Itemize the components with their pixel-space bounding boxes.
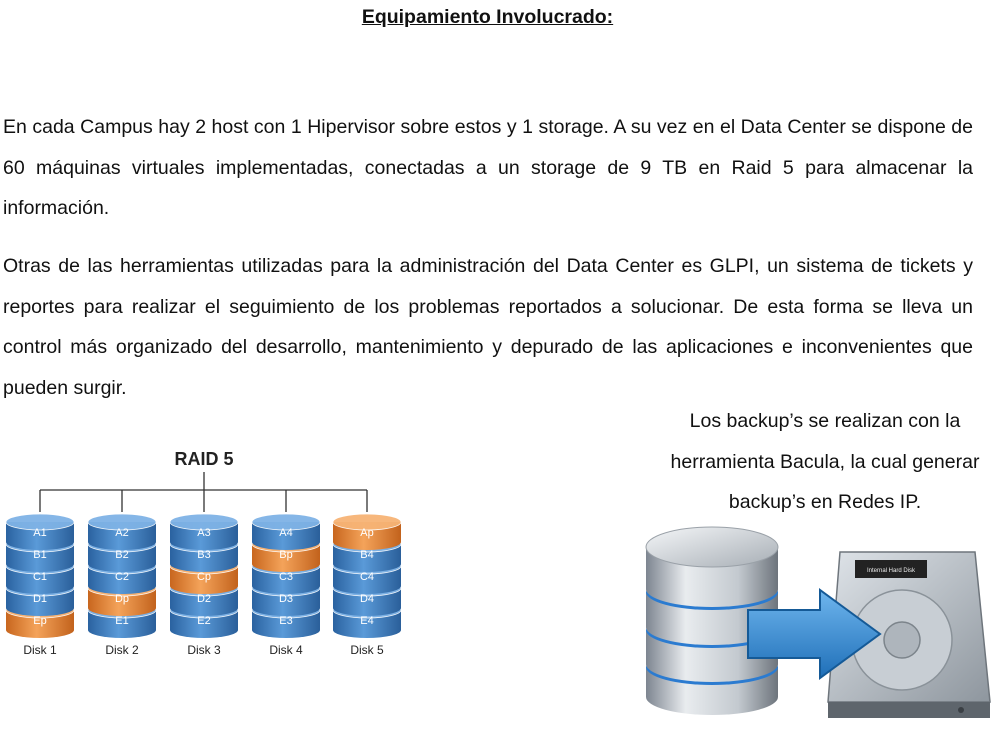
raid-block-label: B1	[33, 549, 46, 561]
page-title: Equipamiento Involucrado:	[361, 6, 614, 28]
paragraph-tools: Otras de las herramientas utilizadas par…	[3, 255, 973, 399]
raid-block-label: C3	[279, 571, 293, 583]
raid-block-label: Cp	[197, 571, 211, 583]
disk-label: Disk 2	[105, 643, 139, 657]
disk-label: Disk 1	[23, 643, 57, 657]
raid-block-label: A3	[197, 527, 210, 539]
raid-block-label: C1	[33, 571, 47, 583]
raid-block: Ap	[332, 513, 402, 550]
raid-block-label: D3	[279, 593, 293, 605]
raid-connectors	[39, 472, 368, 512]
database-icon	[645, 526, 779, 715]
raid-block-label: A2	[115, 527, 128, 539]
raid-block-label: E3	[279, 615, 292, 627]
raid-block: A4	[251, 513, 321, 550]
raid-block-label: C4	[360, 571, 374, 583]
raid-block-label: D1	[33, 593, 47, 605]
raid-block-label: E1	[115, 615, 128, 627]
raid-block-label: E2	[197, 615, 210, 627]
disk-label: Disk 3	[187, 643, 221, 657]
paragraph-equipment: En cada Campus hay 2 host con 1 Hipervis…	[3, 116, 973, 219]
hard-drive-icon: Internal Hard Disk	[827, 551, 991, 718]
disk-label: Disk 5	[350, 643, 384, 657]
raid-block-label: D2	[197, 593, 211, 605]
raid-block: A3	[169, 513, 239, 550]
raid-block-label: Dp	[115, 593, 129, 605]
raid-block-label: A4	[279, 527, 292, 539]
raid-block-label: Ep	[33, 615, 46, 627]
raid-block-label: B3	[197, 549, 210, 561]
raid-title: RAID 5	[174, 449, 233, 469]
backup-description: Los backup’s se realizan con la herramie…	[670, 410, 980, 513]
raid-block-label: C2	[115, 571, 129, 583]
raid-block: A2	[87, 513, 157, 550]
raid-block-label: B2	[115, 549, 128, 561]
raid-block: A1	[5, 513, 75, 550]
raid-block-label: E4	[360, 615, 373, 627]
drive-label-plate	[855, 560, 927, 578]
raid-block-label: A1	[33, 527, 46, 539]
raid-block-label: B4	[360, 549, 373, 561]
drive-label-text: Internal Hard Disk	[867, 568, 916, 574]
backup-illustration: Internal Hard Disk	[645, 526, 991, 718]
raid-block-label: Bp	[279, 549, 292, 561]
raid-block-label: Ap	[360, 527, 373, 539]
disk-label: Disk 4	[269, 643, 303, 657]
arrow-right-icon	[747, 588, 882, 680]
raid-block-label: D4	[360, 593, 374, 605]
